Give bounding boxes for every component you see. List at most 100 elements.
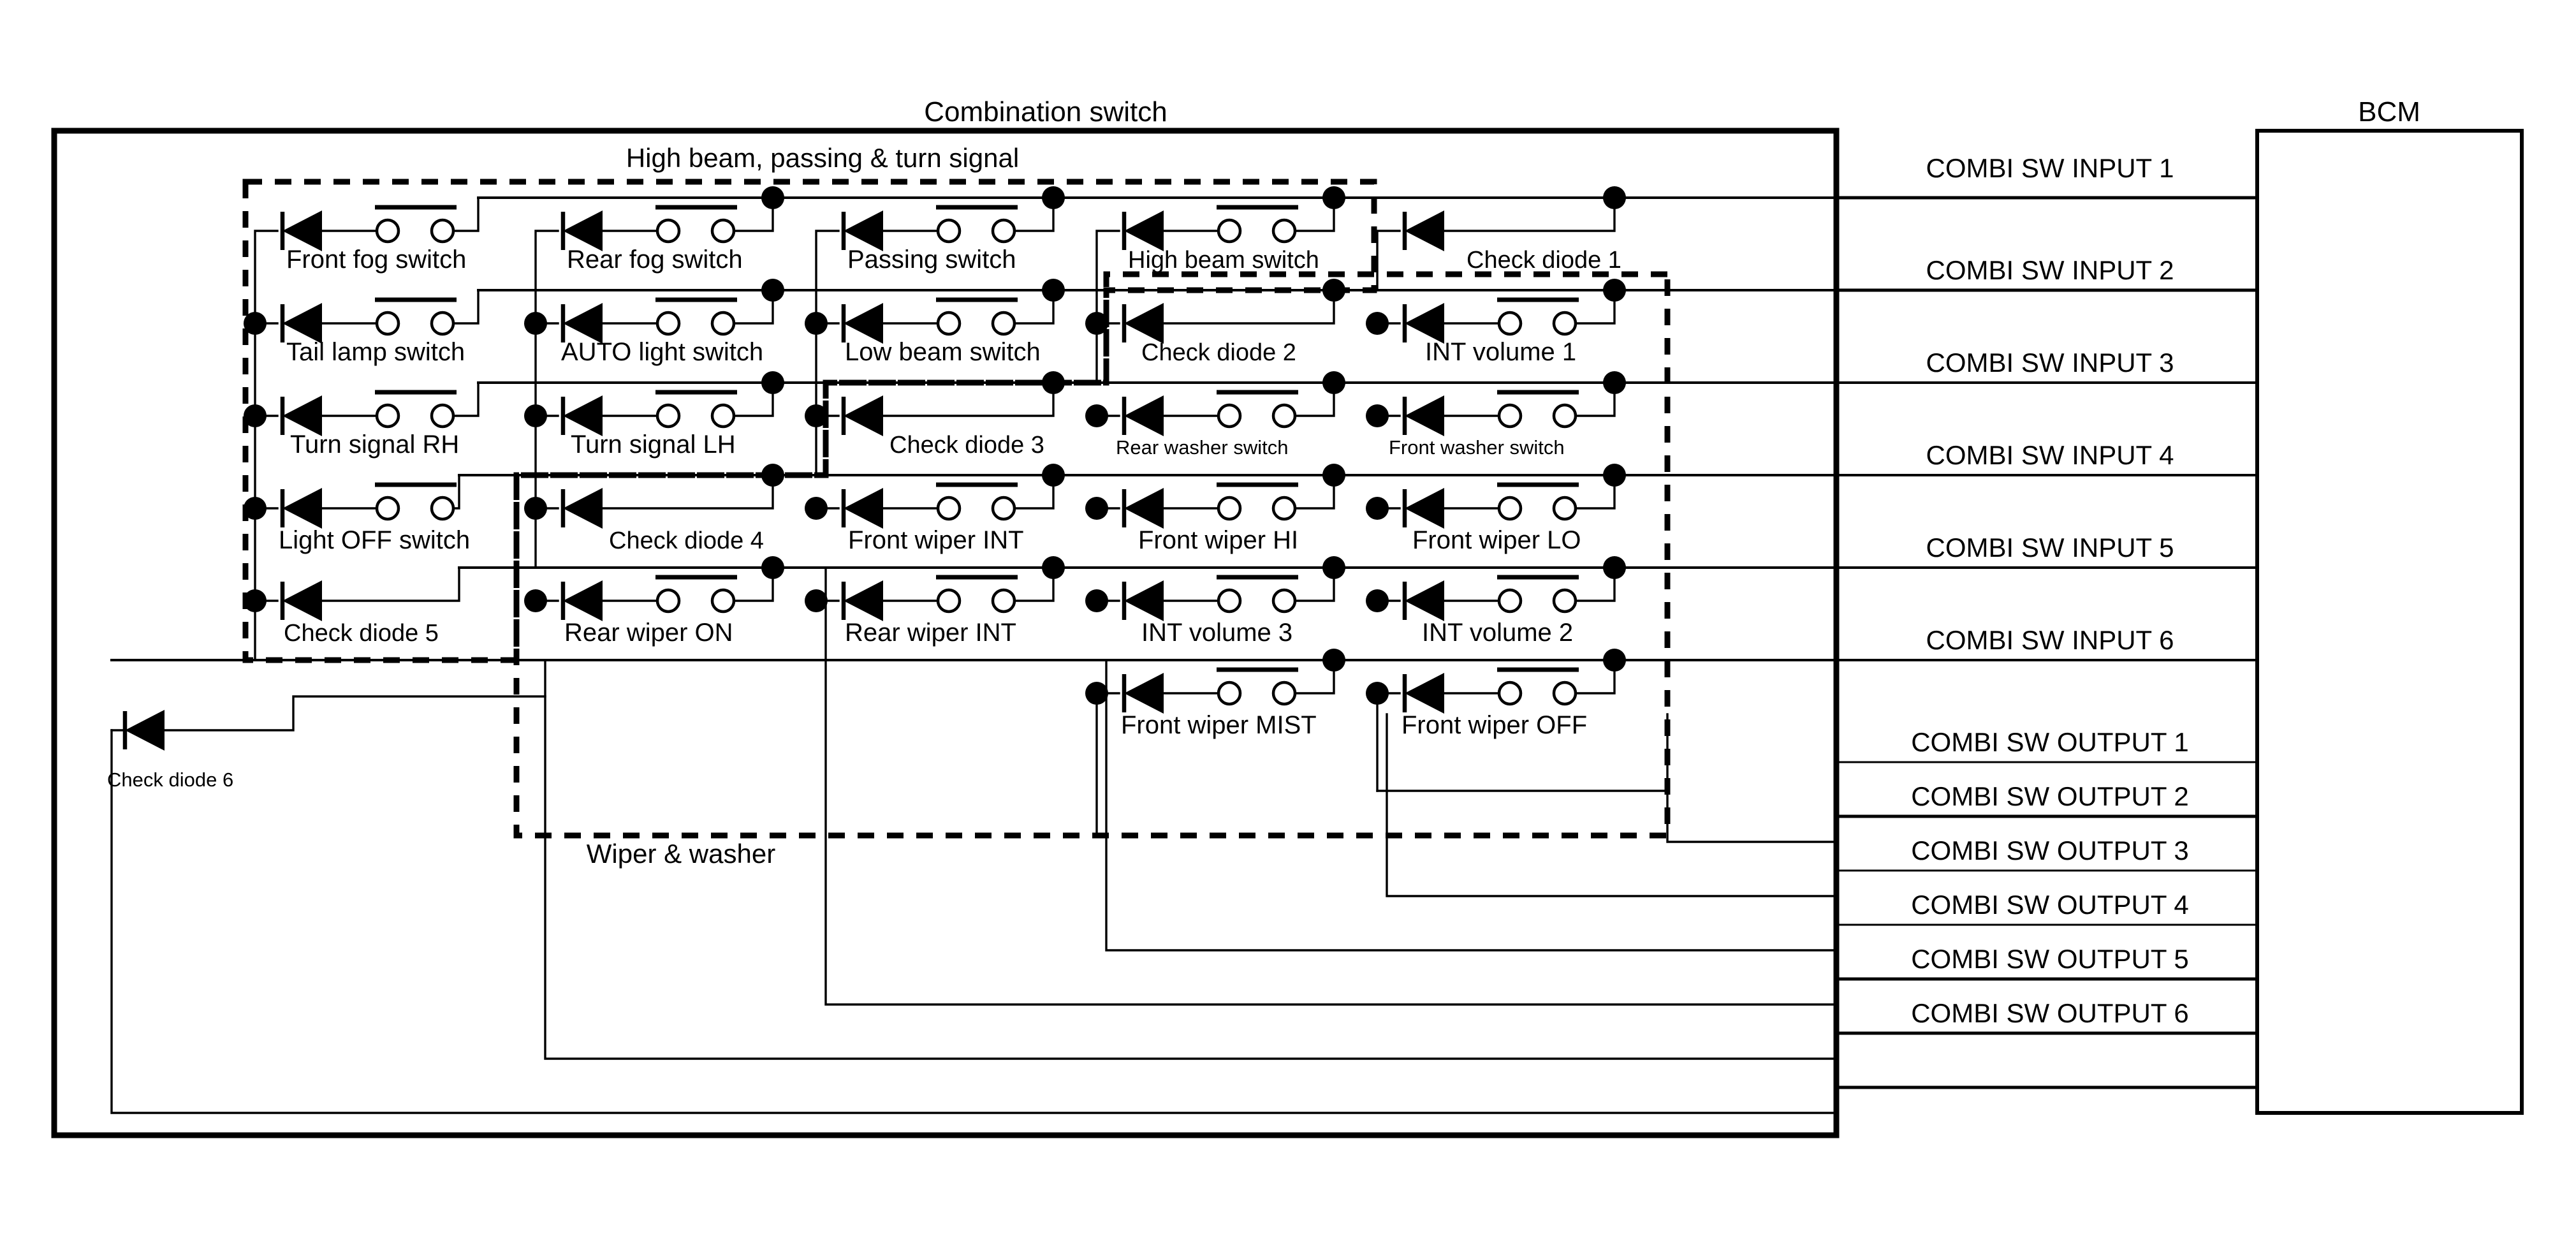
cell-label: INT volume 2 [1422, 619, 1573, 647]
switch-contact-left[interactable] [655, 218, 681, 244]
bcm-output-4-label: COMBI SW OUTPUT 4 [1911, 890, 2189, 920]
group-label-high-beam: High beam, passing & turn signal [626, 143, 1019, 173]
switch-contact-left[interactable] [375, 403, 400, 429]
cell-label: AUTO light switch [561, 338, 763, 366]
junction-dot [761, 371, 784, 394]
cell-passing-switch[interactable]: Passing switch [815, 186, 1065, 476]
junction-dot [1322, 556, 1345, 579]
cell-check-diode-5[interactable]: Check diode 5 [244, 566, 460, 647]
cell-turn-signal-lh[interactable]: Turn signal LH [524, 371, 784, 459]
bcm-input-labels: COMBI SW INPUT 1 COMBI SW INPUT 2 COMBI … [1926, 153, 2174, 655]
switch-contact-right[interactable] [1552, 496, 1577, 521]
switch-contact-right[interactable] [710, 588, 736, 614]
cell-auto-light-switch[interactable]: AUTO light switch [524, 279, 784, 366]
switch-contact-left[interactable] [1217, 218, 1242, 244]
switch-contact-right[interactable] [1552, 311, 1577, 336]
cell-rear-washer-switch[interactable]: Rear washer switch [1085, 371, 1345, 459]
junction-dot [1603, 371, 1626, 394]
cell-label: Check diode 2 [1141, 339, 1296, 366]
switch-contact-right[interactable] [430, 218, 455, 244]
cell-int-volume-1[interactable]: INT volume 1 [1366, 279, 1626, 366]
cell-check-diode-3[interactable]: Check diode 3 [805, 371, 1065, 459]
cell-label: Front wiper OFF [1401, 711, 1587, 739]
switch-contact-left[interactable] [936, 496, 962, 521]
junction-dot [1322, 371, 1345, 394]
cell-front-wiper-mist[interactable]: Front wiper MIST [1085, 649, 1345, 837]
cell-check-diode-1[interactable]: Check diode 1 [1376, 186, 1626, 291]
cell-front-wiper-hi[interactable]: Front wiper HI [1085, 464, 1345, 554]
switch-contact-left[interactable] [1217, 588, 1242, 614]
switch-contact-right[interactable] [710, 311, 736, 336]
switch-contact-left[interactable] [1217, 496, 1242, 521]
cell-rear-fog-switch[interactable]: Rear fog switch [534, 186, 784, 569]
switch-contact-right[interactable] [1271, 681, 1297, 706]
cell-int-volume-2[interactable]: INT volume 2 [1366, 556, 1626, 647]
switch-contact-right[interactable] [430, 496, 455, 521]
cell-label: Low beam switch [845, 338, 1041, 366]
cell-high-beam-switch[interactable]: High beam switch [1095, 186, 1345, 384]
bcm-box [2255, 129, 2524, 1115]
switch-contact-left[interactable] [1497, 311, 1523, 336]
switch-contact-right[interactable] [430, 403, 455, 429]
switch-contact-left[interactable] [1497, 681, 1523, 706]
cell-front-washer-switch[interactable]: Front washer switch [1366, 371, 1626, 459]
switch-contact-right[interactable] [710, 218, 736, 244]
switch-contact-right[interactable] [1271, 218, 1297, 244]
column-bus-out-5 [544, 659, 1838, 1060]
cell-label: High beam switch [1128, 247, 1319, 274]
switch-contact-left[interactable] [1497, 403, 1523, 429]
switch-contact-right[interactable] [1552, 588, 1577, 614]
switch-contact-right[interactable] [1271, 496, 1297, 521]
bcm-input-2-label: COMBI SW INPUT 2 [1926, 255, 2174, 285]
junction-dot [1322, 186, 1345, 209]
switch-contact-left[interactable] [655, 588, 681, 614]
cell-rear-wiper-on[interactable]: Rear wiper ON [524, 556, 784, 647]
cell-label: Check diode 1 [1467, 247, 1621, 274]
switch-contact-left[interactable] [375, 218, 400, 244]
column-bus-out-3 [1105, 659, 1838, 952]
switch-contact-left[interactable] [1497, 496, 1523, 521]
switch-contact-right[interactable] [991, 588, 1016, 614]
switch-contact-left[interactable] [655, 403, 681, 429]
switch-contact-left[interactable] [936, 218, 962, 244]
cell-rear-wiper-int[interactable]: Rear wiper INT [805, 556, 1065, 647]
switch-contact-left[interactable] [936, 311, 962, 336]
bcm-output-6-label: COMBI SW OUTPUT 6 [1911, 998, 2189, 1028]
switch-contact-right[interactable] [1271, 403, 1297, 429]
junction-dot [1042, 464, 1065, 487]
junction-dot [1042, 371, 1065, 394]
cell-front-wiper-off[interactable]: Front wiper OFF [1366, 649, 1626, 792]
switch-contact-right[interactable] [430, 311, 455, 336]
switch-contact-right[interactable] [1552, 403, 1577, 429]
switch-contact-left[interactable] [375, 496, 400, 521]
switch-contact-right[interactable] [710, 403, 736, 429]
switch-contact-left[interactable] [375, 311, 400, 336]
switch-contact-left[interactable] [1217, 403, 1242, 429]
junction-dot [1322, 279, 1345, 302]
switch-contact-left[interactable] [1217, 681, 1242, 706]
switch-contact-right[interactable] [1271, 588, 1297, 614]
switch-contact-left[interactable] [936, 588, 962, 614]
switch-contact-right[interactable] [991, 311, 1016, 336]
cell-check-diode-4[interactable]: Check diode 4 [524, 464, 784, 554]
cell-front-wiper-int[interactable]: Front wiper INT [805, 464, 1065, 554]
cell-front-fog-switch[interactable]: Front fog switch [254, 196, 479, 661]
switch-contact-left[interactable] [1497, 588, 1523, 614]
junction-dot [1603, 186, 1626, 209]
cell-label: Check diode 5 [284, 620, 439, 647]
cell-int-volume-3[interactable]: INT volume 3 [1085, 556, 1345, 647]
cell-label: Rear washer switch [1116, 436, 1288, 459]
switch-contact-right[interactable] [991, 496, 1016, 521]
cell-check-diode-2[interactable]: Check diode 2 [1085, 279, 1345, 366]
switch-contact-left[interactable] [655, 311, 681, 336]
cell-label: Front wiper HI [1138, 526, 1298, 554]
cell-label: Light OFF switch [279, 526, 470, 554]
switch-contact-right[interactable] [991, 218, 1016, 244]
cell-light-off-switch[interactable]: Light OFF switch [244, 474, 470, 554]
cell-check-diode-6[interactable]: Check diode 6 [107, 695, 546, 791]
cell-turn-signal-rh[interactable]: Turn signal RH [244, 381, 479, 459]
switch-contact-right[interactable] [1552, 681, 1577, 706]
cell-tail-lamp-switch[interactable]: Tail lamp switch [244, 289, 479, 366]
cell-low-beam-switch[interactable]: Low beam switch [805, 279, 1065, 366]
cell-front-wiper-lo[interactable]: Front wiper LO [1366, 464, 1626, 554]
